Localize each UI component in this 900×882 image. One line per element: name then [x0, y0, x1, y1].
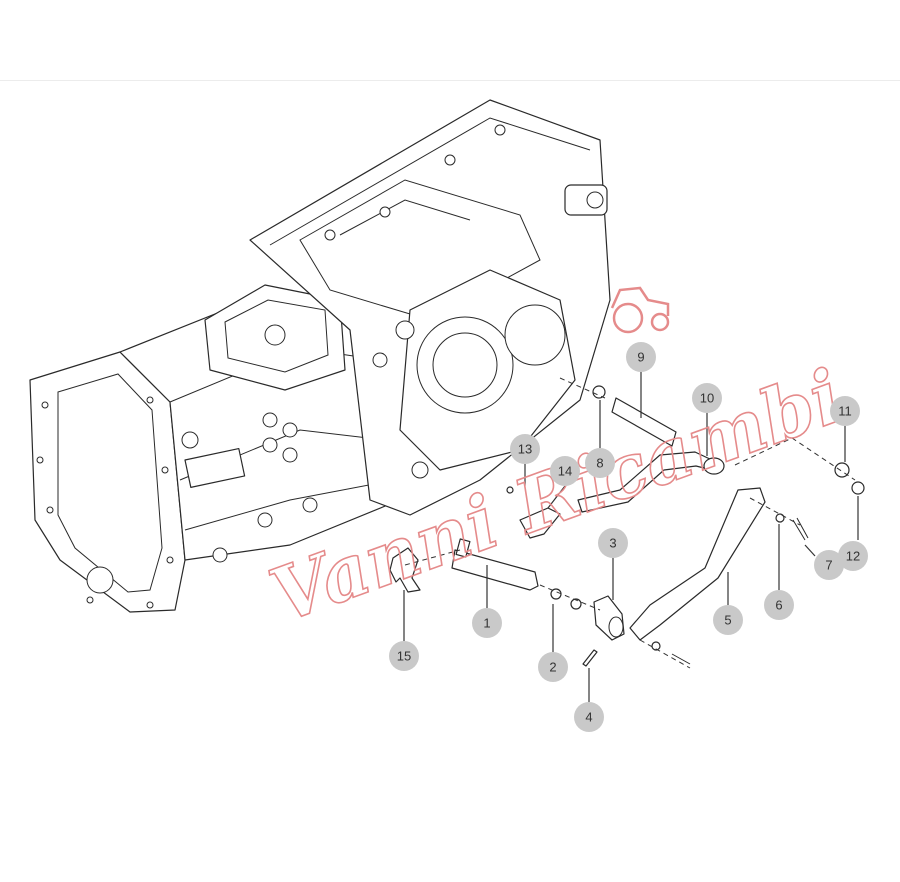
callout-11: 11 [830, 396, 860, 426]
part-2-washer-b [570, 598, 582, 610]
part-15-fork [389, 547, 421, 593]
callout-9: 9 [626, 342, 656, 372]
part-6-clip [775, 513, 785, 523]
callout-leaders [403, 372, 859, 702]
callout-label: 13 [518, 442, 532, 457]
part-3-lever-hub [593, 595, 625, 641]
callout-label: 12 [846, 549, 860, 564]
part-4-pin [582, 649, 598, 667]
callout-8: 8 [585, 448, 615, 478]
part-8-ring [592, 385, 606, 399]
callout-12: 12 [838, 541, 868, 571]
callout-label: 6 [775, 598, 782, 613]
callout-4: 4 [574, 702, 604, 732]
callout-label: 5 [724, 613, 731, 628]
callout-label: 8 [596, 456, 603, 471]
top-divider [0, 80, 900, 81]
part-1-shaft [451, 538, 539, 591]
callout-14: 14 [550, 456, 580, 486]
callout-label: 1 [483, 616, 490, 631]
callout-10: 10 [692, 383, 722, 413]
transmission-housing [29, 99, 611, 613]
part-13-bolt [506, 486, 514, 494]
callout-label: 7 [825, 558, 832, 573]
callout-label: 14 [558, 464, 572, 479]
assembly-line-b [734, 437, 856, 481]
watermark-tractor-icon [610, 286, 670, 334]
callout-label: 10 [700, 391, 714, 406]
callout-label: 9 [637, 350, 644, 365]
assembly-line-c [749, 497, 801, 526]
callout-3: 3 [598, 528, 628, 558]
part-9-shaft [611, 397, 677, 447]
callout-7: 7 [814, 550, 844, 580]
part-small-pin [671, 653, 691, 665]
callout-label: 15 [397, 649, 411, 664]
callout-2: 2 [538, 652, 568, 682]
callout-label: 2 [549, 660, 556, 675]
part-14-cup [519, 507, 561, 539]
assembly-line-d [539, 584, 601, 611]
part-10-bent-rod [577, 451, 725, 513]
callout-15: 15 [389, 641, 419, 671]
callout-13: 13 [510, 434, 540, 464]
callout-1: 1 [472, 608, 502, 638]
part-small-clip [651, 641, 661, 651]
callout-label: 11 [838, 404, 852, 419]
part-5-lever [629, 487, 766, 641]
assembly-line-e [404, 549, 461, 566]
callout-label: 4 [585, 710, 592, 725]
callout-5: 5 [713, 605, 743, 635]
callout-label: 3 [609, 536, 616, 551]
callout-6: 6 [764, 590, 794, 620]
part-7-cotter-pin [792, 517, 809, 541]
assembly-line-f [639, 639, 691, 669]
part-12-ring [851, 481, 865, 495]
